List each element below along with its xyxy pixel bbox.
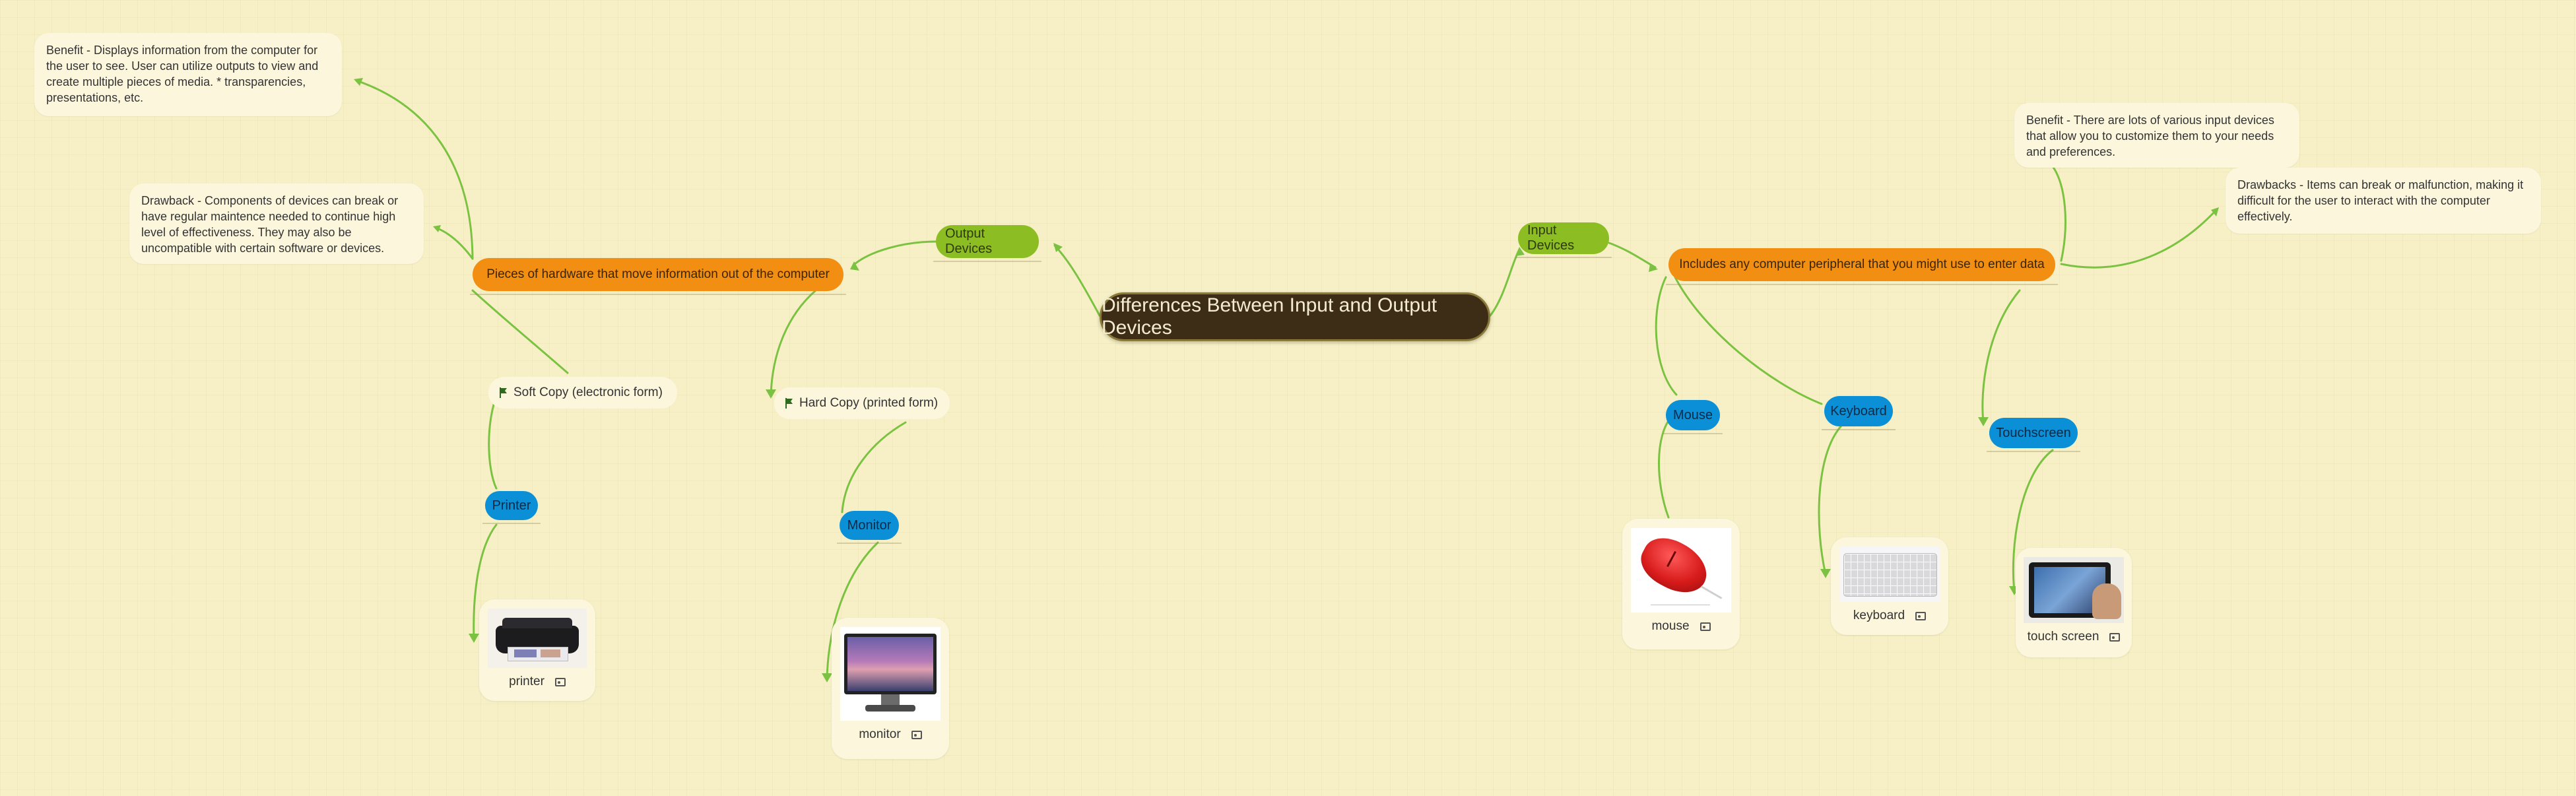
link-hardcopy-monitor — [841, 421, 907, 514]
image-icon[interactable] — [2109, 632, 2121, 642]
output-definition-label: Pieces of hardware that move information… — [486, 267, 830, 281]
link-definition-drawback — [434, 226, 474, 260]
link-definition-benefit — [355, 79, 474, 260]
flag-icon — [500, 387, 507, 398]
keyboard-image-card[interactable]: keyboard — [1831, 537, 1948, 635]
link-central-output — [1053, 244, 1101, 317]
output-drawback-text: Drawback - Components of devices can bre… — [141, 194, 399, 255]
link-output-hardcopy — [770, 289, 817, 396]
touchscreen-image-card[interactable]: touch screen — [2016, 548, 2132, 657]
soft-copy-label: Soft Copy (electronic form) — [513, 385, 663, 399]
soft-copy-topic[interactable]: Soft Copy (electronic form) — [488, 377, 677, 409]
input-definition-label: Includes any computer peripheral that yo… — [1679, 257, 2045, 271]
monitor-caption-text: monitor — [859, 727, 901, 741]
printer-caption: printer — [509, 675, 566, 689]
touchscreen-caption: touch screen — [2028, 630, 2121, 644]
monitor-image — [840, 627, 941, 721]
monitor-caption: monitor — [859, 727, 922, 742]
printer-image-card[interactable]: printer — [479, 599, 595, 701]
input-benefit-text: Benefit - There are lots of various inpu… — [2026, 114, 2274, 158]
input-benefit-note[interactable]: Benefit - There are lots of various inpu… — [2014, 103, 2299, 168]
mouse-image — [1631, 528, 1731, 613]
mouse-caption: mouse — [1651, 619, 1711, 634]
keyboard-topic[interactable]: Keyboard — [1822, 396, 1896, 430]
image-icon[interactable] — [1915, 611, 1927, 620]
touchscreen-caption-text: touch screen — [2027, 630, 2099, 644]
link-definition-mouse — [1655, 276, 1678, 396]
link-input-definition — [1608, 242, 1657, 269]
output-devices-label: Output Devices — [945, 226, 993, 256]
link-monitor-card — [826, 541, 879, 680]
printer-caption-text: printer — [509, 675, 545, 688]
flag-icon — [785, 398, 793, 409]
printer-topic[interactable]: Printer — [482, 491, 541, 524]
link-printer-card — [473, 523, 498, 640]
keyboard-caption-text: keyboard — [1853, 609, 1905, 622]
input-devices-label: Input Devices — [1527, 223, 1575, 253]
central-topic[interactable]: Differences Between Input and Output Dev… — [1100, 292, 1490, 341]
output-benefit-note[interactable]: Benefit - Displays information from the … — [34, 33, 342, 116]
output-benefit-text: Benefit - Displays information from the … — [46, 44, 319, 104]
output-drawback-note[interactable]: Drawback - Components of devices can bre… — [129, 183, 424, 264]
output-definition-topic[interactable]: Pieces of hardware that move information… — [470, 258, 846, 295]
printer-image — [488, 609, 587, 668]
central-topic-label: Differences Between Input and Output Dev… — [1102, 294, 1437, 339]
touchscreen-label: Touchscreen — [1996, 425, 2071, 440]
keyboard-caption: keyboard — [1853, 609, 1927, 623]
monitor-label: Monitor — [847, 517, 892, 533]
input-definition-topic[interactable]: Includes any computer peripheral that yo… — [1666, 248, 2058, 285]
mouse-caption-text: mouse — [1651, 619, 1690, 633]
mouse-label: Mouse — [1672, 407, 1713, 422]
touchscreen-image — [2024, 557, 2124, 623]
input-devices-topic[interactable]: Input Devices — [1515, 222, 1612, 258]
hard-copy-label: Hard Copy (printed form) — [799, 396, 939, 410]
link-keyboard-card — [1818, 424, 1843, 576]
link-definition-keyboard — [1674, 276, 1823, 405]
image-icon[interactable] — [911, 730, 922, 739]
keyboard-label: Keyboard — [1830, 403, 1887, 418]
hard-copy-topic[interactable]: Hard Copy (printed form) — [774, 387, 950, 419]
image-icon[interactable] — [554, 677, 566, 686]
output-devices-topic[interactable]: Output Devices — [933, 225, 1041, 262]
link-mouse-card — [1657, 416, 1672, 519]
link-definition-benefit-in — [2051, 165, 2066, 262]
link-central-input — [1489, 248, 1521, 317]
mouse-image-card[interactable]: mouse — [1622, 519, 1740, 649]
link-definition-softcopy — [471, 289, 569, 374]
input-drawback-note[interactable]: Drawbacks - Items can break or malfuncti… — [2226, 168, 2541, 234]
link-definition-drawback-in — [2060, 209, 2218, 269]
link-touchscreen-card — [2012, 449, 2054, 593]
monitor-image-card[interactable]: monitor — [832, 618, 949, 759]
monitor-topic[interactable]: Monitor — [837, 511, 902, 544]
link-output-definition — [853, 240, 937, 265]
keyboard-image — [1839, 547, 1940, 602]
touchscreen-topic[interactable]: Touchscreen — [1987, 418, 2080, 452]
input-drawback-text: Drawbacks - Items can break or malfuncti… — [2237, 178, 2524, 223]
image-icon[interactable] — [1700, 622, 1711, 631]
mouse-topic[interactable]: Mouse — [1663, 400, 1723, 434]
link-definition-touchscreen — [1981, 289, 2021, 424]
printer-label: Printer — [492, 498, 531, 513]
